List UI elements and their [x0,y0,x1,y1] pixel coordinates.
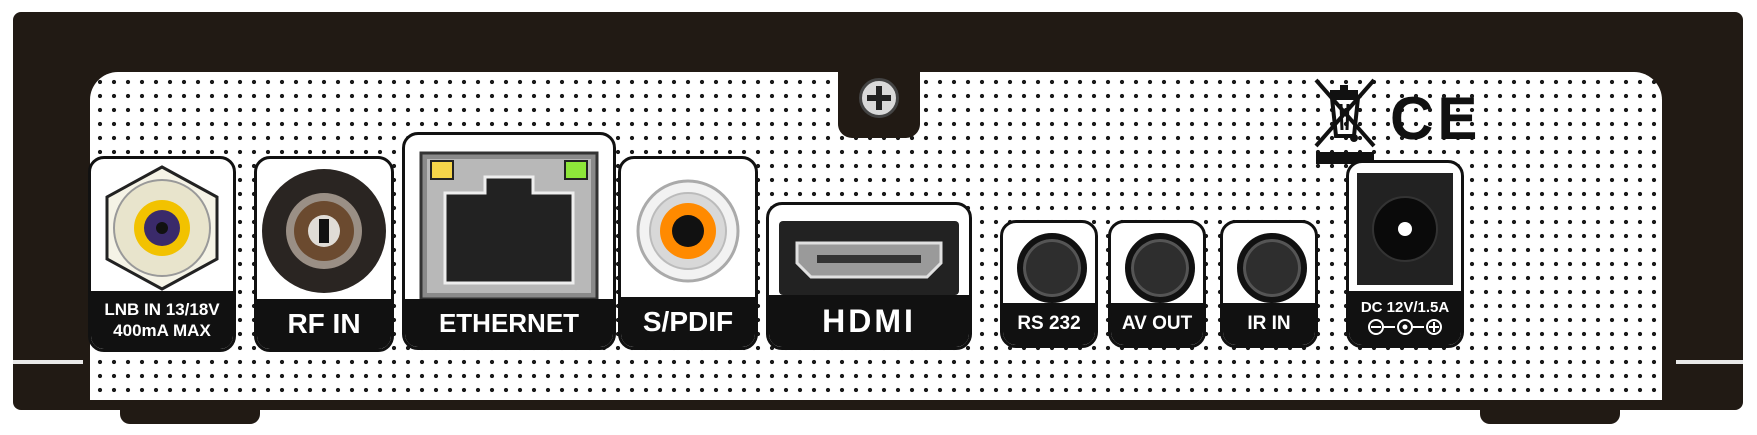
hdmi-label: HDMI [822,302,916,339]
av-out-label: AV OUT [1121,313,1193,334]
f-connector-icon [105,165,219,291]
hdmi-socket-icon [779,221,959,295]
dc-jack-icon [1357,173,1453,285]
rf-connector-icon [262,169,386,293]
side-trim-left [13,360,83,364]
ir-in-label: IR IN [1247,313,1291,334]
rs232-label: RS 232 [1017,313,1081,334]
lnb-label-line1: LNB IN 13/18V [104,300,220,319]
ethernet-port[interactable]: ETHERNET [402,132,616,350]
ethernet-label: ETHERNET [438,307,580,338]
av-out-jack-icon [1125,233,1195,303]
panel-screw [838,72,920,138]
av-out-port[interactable]: AV OUT [1108,220,1206,348]
ir-in-jack-icon [1237,233,1307,303]
case-foot-right [1480,402,1620,424]
dc-power-port[interactable]: DC 12V/1.5A [1346,160,1464,348]
hdmi-port[interactable]: HDMI [766,202,972,350]
rj45-socket-icon [419,151,599,301]
screw-head-icon [859,78,899,118]
spdif-port[interactable]: S/PDIF [618,156,758,350]
rs232-jack-icon [1017,233,1087,303]
spdif-label: S/PDIF [642,306,734,337]
rf-label: RF IN [287,308,361,339]
rs232-port[interactable]: RS 232 [1000,220,1098,348]
case-foot-left [120,402,260,424]
ir-in-port[interactable]: IR IN [1220,220,1318,348]
rca-connector-icon [636,179,740,283]
lnb-in-port[interactable]: LNB IN 13/18V 400mA MAX [88,156,236,352]
dc-polarity-icon [1368,319,1442,335]
rf-in-port[interactable]: RF IN [254,156,394,352]
lnb-label-line2: 400mA MAX [113,321,211,340]
side-trim-right [1676,360,1743,364]
ce-mark: CE [1390,85,1482,152]
weee-bin-icon [1314,78,1376,164]
dc-label: DC 12V/1.5A [1360,299,1450,316]
